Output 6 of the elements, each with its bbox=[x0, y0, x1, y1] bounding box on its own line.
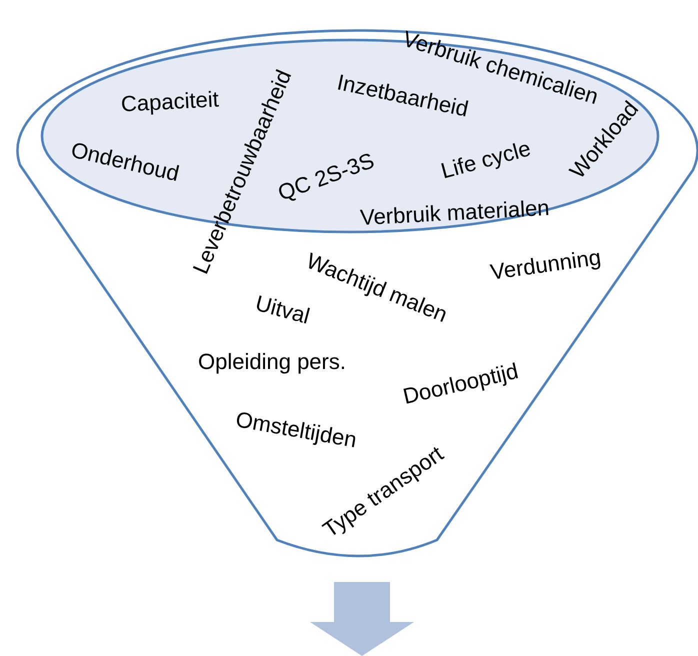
factor-label: Opleiding pers. bbox=[198, 351, 346, 373]
factor-label: Uitval bbox=[252, 292, 312, 328]
factor-label: Verbruik materialen bbox=[360, 197, 550, 229]
factor-label: Life cycle bbox=[438, 138, 533, 182]
factor-label: Verdunning bbox=[488, 246, 602, 284]
factor-label: Omsteltijden bbox=[234, 408, 358, 452]
